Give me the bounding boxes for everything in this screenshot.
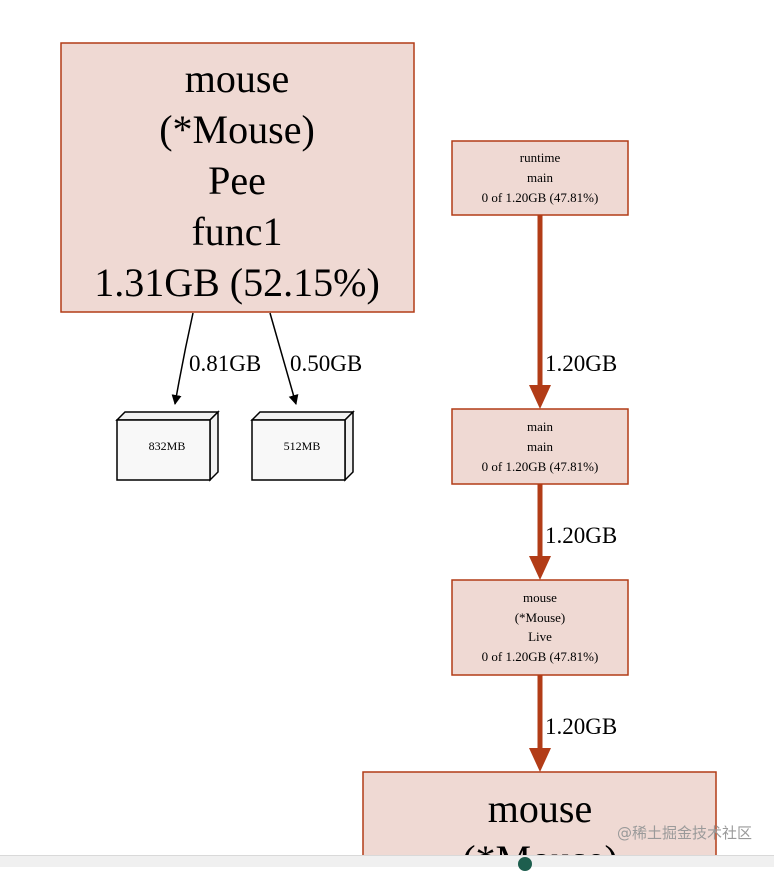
alloc-box-832mb[interactable]: 832MB	[115, 410, 220, 482]
edge-pee-to-512mb[interactable]: 0.50GB	[269, 312, 362, 405]
node-mouse-live-line-package: mouse	[523, 590, 557, 605]
edge-pee-to-512mb-label: 0.50GB	[290, 351, 362, 376]
edge-main-to-live[interactable]: 1.20GB	[529, 484, 617, 580]
bottom-scroll-bar[interactable]	[0, 855, 774, 867]
node-runtime-main[interactable]: runtime main 0 of 1.20GB (47.81%)	[451, 140, 629, 216]
alloc-box-512mb-label: 512MB	[284, 439, 321, 453]
node-main-main-line-value: 0 of 1.20GB (47.81%)	[482, 459, 599, 474]
node-mouse-live-line-value: 0 of 1.20GB (47.81%)	[482, 649, 599, 664]
node-pee-func1-line-func: func1	[191, 209, 282, 254]
edge-runtime-to-main[interactable]: 1.20GB	[529, 215, 617, 409]
edge-live-to-bottom-label: 1.20GB	[545, 714, 617, 739]
node-pee-func1-line-value: 1.31GB (52.15%)	[94, 260, 380, 305]
node-mouse-live-line-method: Live	[528, 629, 552, 644]
edge-pee-to-832mb[interactable]: 0.81GB	[171, 312, 261, 405]
node-main-main[interactable]: main main 0 of 1.20GB (47.81%)	[451, 408, 629, 485]
node-pee-func1-line-receiver: (*Mouse)	[159, 107, 315, 152]
node-runtime-main-line-value: 0 of 1.20GB (47.81%)	[482, 190, 599, 205]
alloc-box-832mb-label: 832MB	[149, 439, 186, 453]
edge-pee-to-832mb-label: 0.81GB	[189, 351, 261, 376]
watermark: @稀土掘金技术社区	[616, 824, 752, 842]
node-pee-func1-line-method: Pee	[208, 158, 266, 203]
edge-live-to-bottom[interactable]: 1.20GB	[529, 675, 617, 772]
node-bottom-mouse[interactable]: mouse (*Mouse)	[362, 771, 717, 866]
edge-runtime-to-main-label: 1.20GB	[545, 351, 617, 376]
node-main-main-line-package: main	[527, 419, 553, 434]
bottom-indicator-icon	[518, 857, 532, 871]
node-runtime-main-line-package: runtime	[520, 150, 561, 165]
node-pee-func1-line-package: mouse	[185, 56, 289, 101]
alloc-box-512mb[interactable]: 512MB	[250, 410, 355, 482]
node-mouse-live-line-receiver: (*Mouse)	[515, 610, 566, 625]
node-bottom-line-package: mouse	[488, 786, 592, 831]
node-pee-func1[interactable]: mouse (*Mouse) Pee func1 1.31GB (52.15%)	[60, 42, 415, 313]
node-mouse-live[interactable]: mouse (*Mouse) Live 0 of 1.20GB (47.81%)	[451, 579, 629, 676]
node-main-main-line-func: main	[527, 439, 553, 454]
edge-main-to-live-label: 1.20GB	[545, 523, 617, 548]
node-runtime-main-line-func: main	[527, 170, 553, 185]
